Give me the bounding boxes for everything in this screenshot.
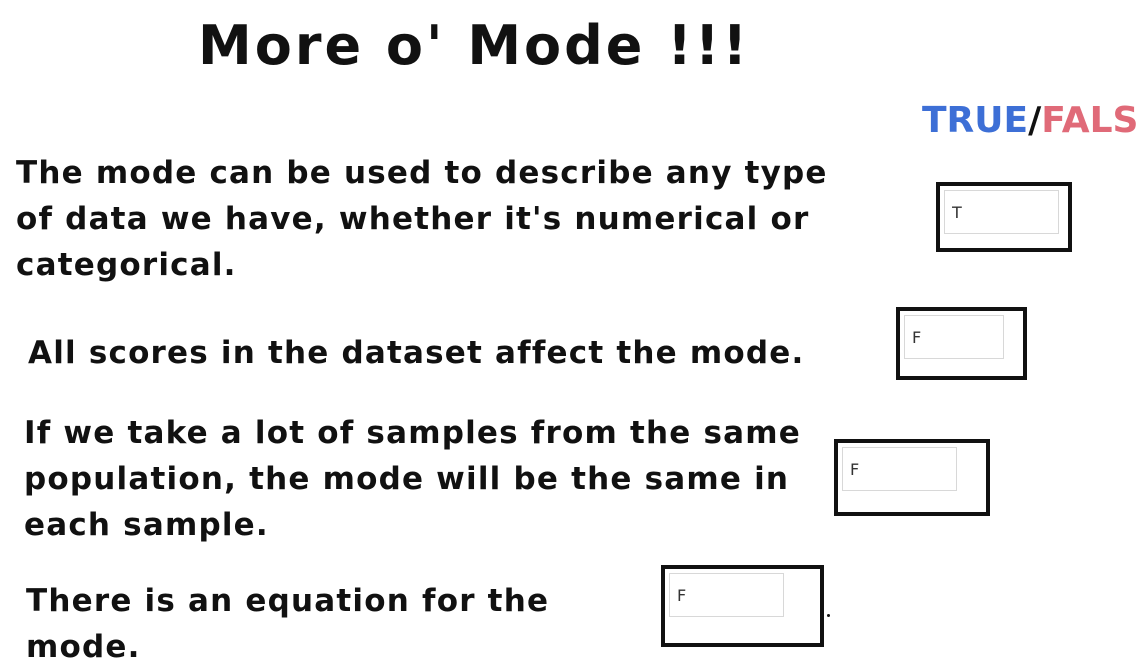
answer-box-2 <box>896 307 1027 380</box>
legend-false-label: FALSE <box>1041 100 1136 141</box>
page-title: More o' Mode !!! <box>198 14 751 77</box>
answer-input-3[interactable] <box>842 447 957 491</box>
legend-true-label: TRUE <box>922 100 1029 141</box>
answer-input-4[interactable] <box>669 573 784 617</box>
answer-input-2[interactable] <box>904 315 1004 359</box>
legend-separator: / <box>1028 100 1042 141</box>
question-3-text: If we take a lot of samples from the sam… <box>24 415 801 543</box>
answer-box-4 <box>661 565 824 647</box>
answer-box-1 <box>936 182 1072 252</box>
question-4-text: There is an equation for the mode. <box>26 583 550 665</box>
true-false-legend: TRUE/FALSE <box>922 98 1136 144</box>
stray-ink-dot <box>827 614 830 617</box>
answer-input-1[interactable] <box>944 190 1059 234</box>
answer-box-3 <box>834 439 990 516</box>
question-1-text: The mode can be used to describe any typ… <box>16 155 828 283</box>
question-2-text: All scores in the dataset affect the mod… <box>28 335 805 371</box>
